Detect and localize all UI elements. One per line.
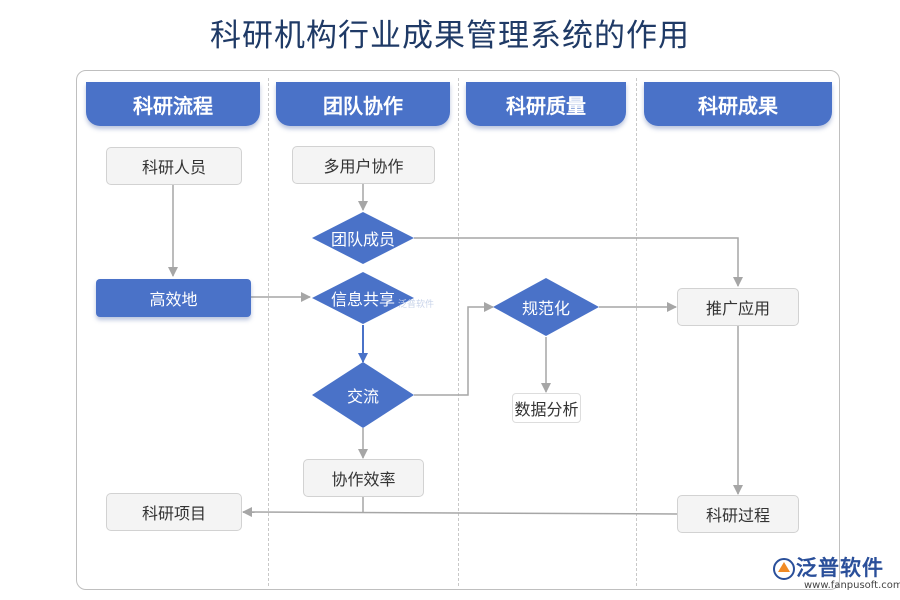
page-title: 科研机构行业成果管理系统的作用 xyxy=(210,18,690,54)
lane-divider xyxy=(268,78,269,586)
logo-icon xyxy=(773,558,795,580)
logo-name: 泛普软件 xyxy=(796,556,884,580)
node-efficient-place: 高效地 xyxy=(96,279,251,317)
node-research-project: 科研项目 xyxy=(106,493,242,531)
logo-url: www.fanpusoft.com xyxy=(804,580,900,591)
watermark-text: 泛普软件 xyxy=(398,300,435,310)
lane-header-research-quality: 科研质量 xyxy=(466,82,626,126)
node-collab-efficiency: 协作效率 xyxy=(303,459,424,497)
diamond-communication xyxy=(312,362,414,428)
lane-header-research-flow: 科研流程 xyxy=(86,82,260,126)
arrow-process-to-project xyxy=(242,507,678,518)
diamond-info-share xyxy=(312,272,414,324)
node-research-process: 科研过程 xyxy=(677,495,799,533)
node-data-analysis: 数据分析 xyxy=(512,393,581,423)
lane-header-research-results: 科研成果 xyxy=(644,82,832,126)
diamond-team-member xyxy=(312,212,414,264)
diamond-standardization xyxy=(493,278,599,336)
lane-header-team-collab: 团队协作 xyxy=(276,82,450,126)
node-promotion: 推广应用 xyxy=(677,288,799,326)
arrow-team-to-promotion xyxy=(414,237,743,287)
lane-divider xyxy=(636,78,637,586)
lane-divider xyxy=(458,78,459,586)
node-multi-user: 多用户协作 xyxy=(292,146,435,184)
arrow-communication-to-standard xyxy=(414,302,494,396)
node-researcher: 科研人员 xyxy=(106,147,242,185)
